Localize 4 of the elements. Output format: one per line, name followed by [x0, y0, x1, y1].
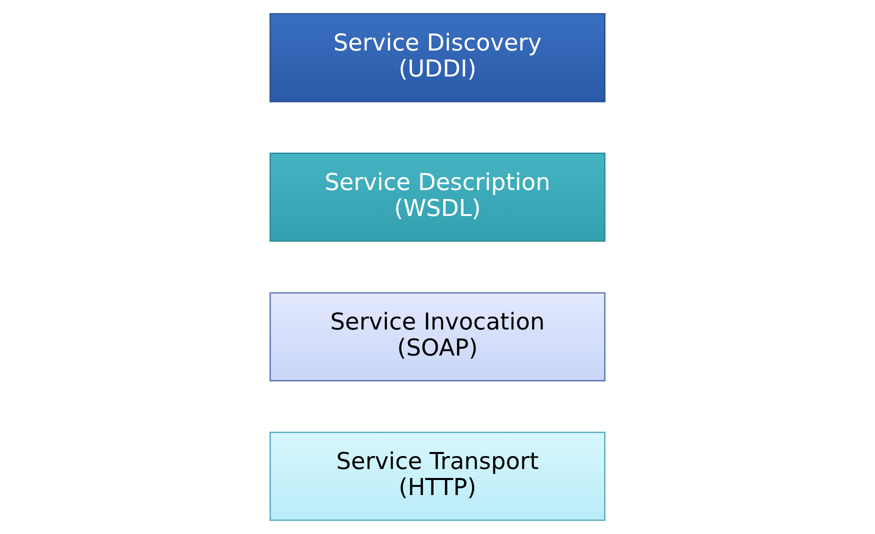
- node-box: Service Transport (HTTP): [270, 432, 606, 521]
- node-box: Service Discovery (UDDI): [270, 13, 606, 102]
- node-box: Service Invocation (SOAP): [270, 292, 606, 382]
- node-box: Service Description (WSDL): [270, 152, 606, 242]
